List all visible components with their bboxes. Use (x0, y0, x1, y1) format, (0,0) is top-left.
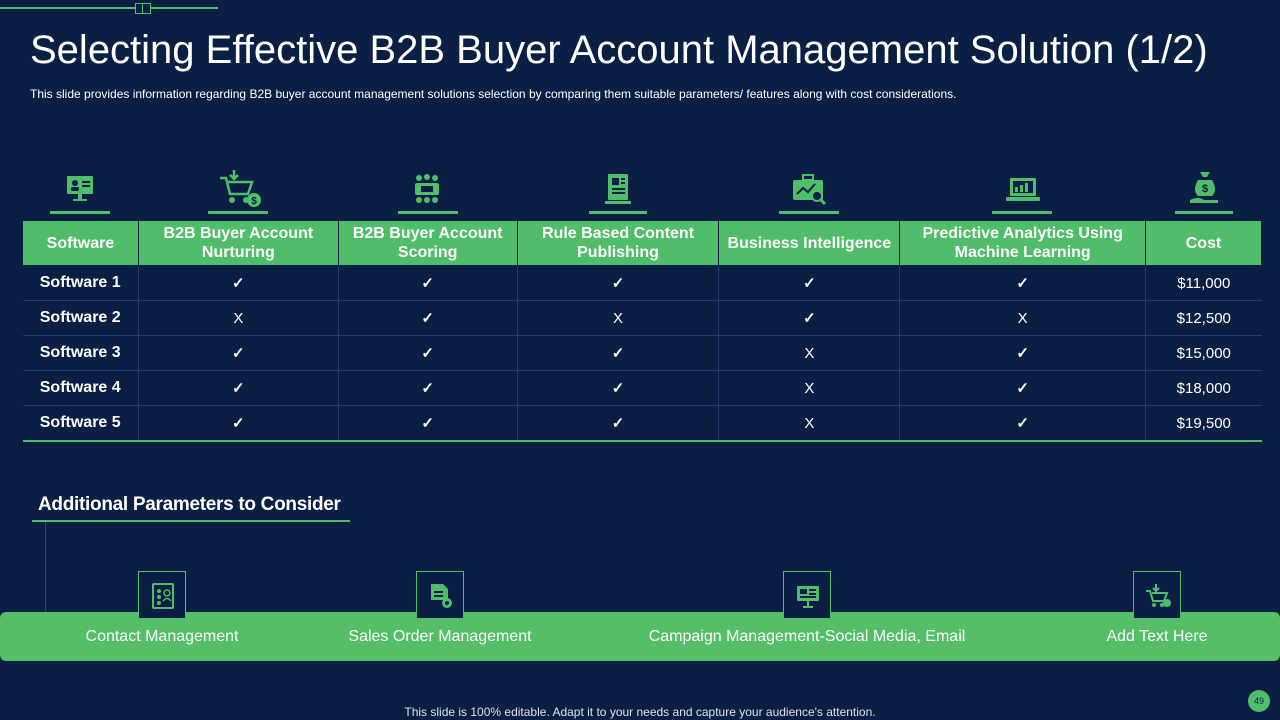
feature-cell: ✓ (337, 405, 518, 442)
connector-line (45, 522, 46, 614)
feature-cell: ✓ (516, 335, 719, 371)
feature-cell: ✓ (337, 300, 518, 336)
feature-cell: ✓ (137, 335, 339, 371)
column-header-account-scoring: B2B Buyer Account Scoring (337, 220, 518, 266)
cost-cell: $18,000 (1145, 370, 1262, 406)
column-header-software: Software (22, 220, 139, 266)
feature-cell: X (137, 300, 339, 336)
param-label-contact-management: Contact Management (85, 628, 239, 645)
header-icons-row: $ (22, 168, 1262, 216)
params-title-underline (32, 520, 350, 522)
column-header-content-publishing: Rule Based Content Publishing (516, 220, 720, 266)
param-label-campaign-management: Campaign Management-Social Media, Email (648, 628, 966, 645)
team-meeting-icon (338, 168, 517, 216)
feature-cell: ✓ (718, 300, 900, 336)
document-publish-icon (517, 168, 719, 216)
software-name: Software 2 (22, 300, 139, 336)
feature-cell: ✓ (337, 335, 518, 371)
feature-cell: ✓ (899, 405, 1146, 442)
feature-cell: ✓ (137, 405, 339, 442)
cost-cell: $11,000 (1145, 265, 1262, 301)
feature-cell: ✓ (516, 405, 719, 442)
feature-cell: ✓ (137, 265, 339, 301)
page-title: Selecting Effective B2B Buyer Account Ma… (30, 28, 1208, 72)
shopping-cart-dollar-icon: $ (138, 168, 338, 216)
software-name: Software 1 (22, 265, 139, 301)
cost-cell: $19,500 (1145, 405, 1262, 442)
laptop-chart-icon (900, 168, 1146, 216)
svg-text:$: $ (1202, 183, 1208, 195)
table-row: Software 3 ✓ ✓ ✓ X ✓ $15,000 (22, 335, 1262, 371)
document-gear-icon (416, 571, 464, 619)
top-decoration-box (135, 3, 151, 14)
feature-cell: ✓ (516, 370, 719, 406)
cost-cell: $12,500 (1145, 300, 1262, 336)
feature-cell: ✓ (137, 370, 339, 406)
params-section-title: Additional Parameters to Consider (38, 494, 341, 515)
table-row: Software 2 X ✓ X ✓ X $12,500 (22, 300, 1262, 336)
comparison-table: Software B2B Buyer Account Nurturing B2B… (22, 220, 1262, 442)
feature-cell: X (718, 370, 900, 406)
contact-list-icon (138, 571, 186, 619)
cost-cell: $15,000 (1145, 335, 1262, 371)
feature-cell: ✓ (899, 370, 1146, 406)
feature-cell: ✓ (516, 265, 719, 301)
params-band (0, 612, 1280, 661)
top-decoration-line (0, 7, 218, 9)
software-name: Software 4 (22, 370, 139, 406)
briefcase-analytics-icon (719, 168, 900, 216)
feature-cell: ✓ (718, 265, 900, 301)
column-header-account-nurturing: B2B Buyer Account Nurturing (137, 220, 339, 266)
feature-cell: X (516, 300, 719, 336)
table-header-row: Software B2B Buyer Account Nurturing B2B… (22, 220, 1262, 266)
table-row: Software 1 ✓ ✓ ✓ ✓ ✓ $11,000 (22, 265, 1262, 301)
column-header-cost: Cost (1145, 220, 1262, 266)
presentation-board-icon (783, 571, 831, 619)
feature-cell: X (718, 405, 900, 442)
column-header-business-intelligence: Business Intelligence (718, 220, 901, 266)
money-bag-hand-icon: $ (1146, 168, 1262, 216)
feature-cell: ✓ (337, 370, 518, 406)
param-label-add-text: Add Text Here (1106, 628, 1208, 645)
param-label-sales-order-management: Sales Order Management (348, 628, 532, 645)
computer-user-icon (22, 168, 138, 216)
footer-note: This slide is 100% editable. Adapt it to… (404, 705, 876, 719)
shopping-cart-icon (1133, 571, 1181, 619)
svg-text:$: $ (251, 196, 257, 207)
feature-cell: X (899, 300, 1146, 336)
feature-cell: X (718, 335, 900, 371)
page-number-badge: 49 (1248, 690, 1270, 712)
table-row: Software 4 ✓ ✓ ✓ X ✓ $18,000 (22, 370, 1262, 406)
feature-cell: ✓ (899, 265, 1146, 301)
table-row: Software 5 ✓ ✓ ✓ X ✓ $19,500 (22, 405, 1262, 442)
software-name: Software 5 (22, 405, 139, 442)
feature-cell: ✓ (899, 335, 1146, 371)
page-subtitle: This slide provides information regardin… (30, 87, 957, 101)
column-header-predictive-analytics: Predictive Analytics Using Machine Learn… (899, 220, 1147, 266)
feature-cell: ✓ (337, 265, 518, 301)
software-name: Software 3 (22, 335, 139, 371)
